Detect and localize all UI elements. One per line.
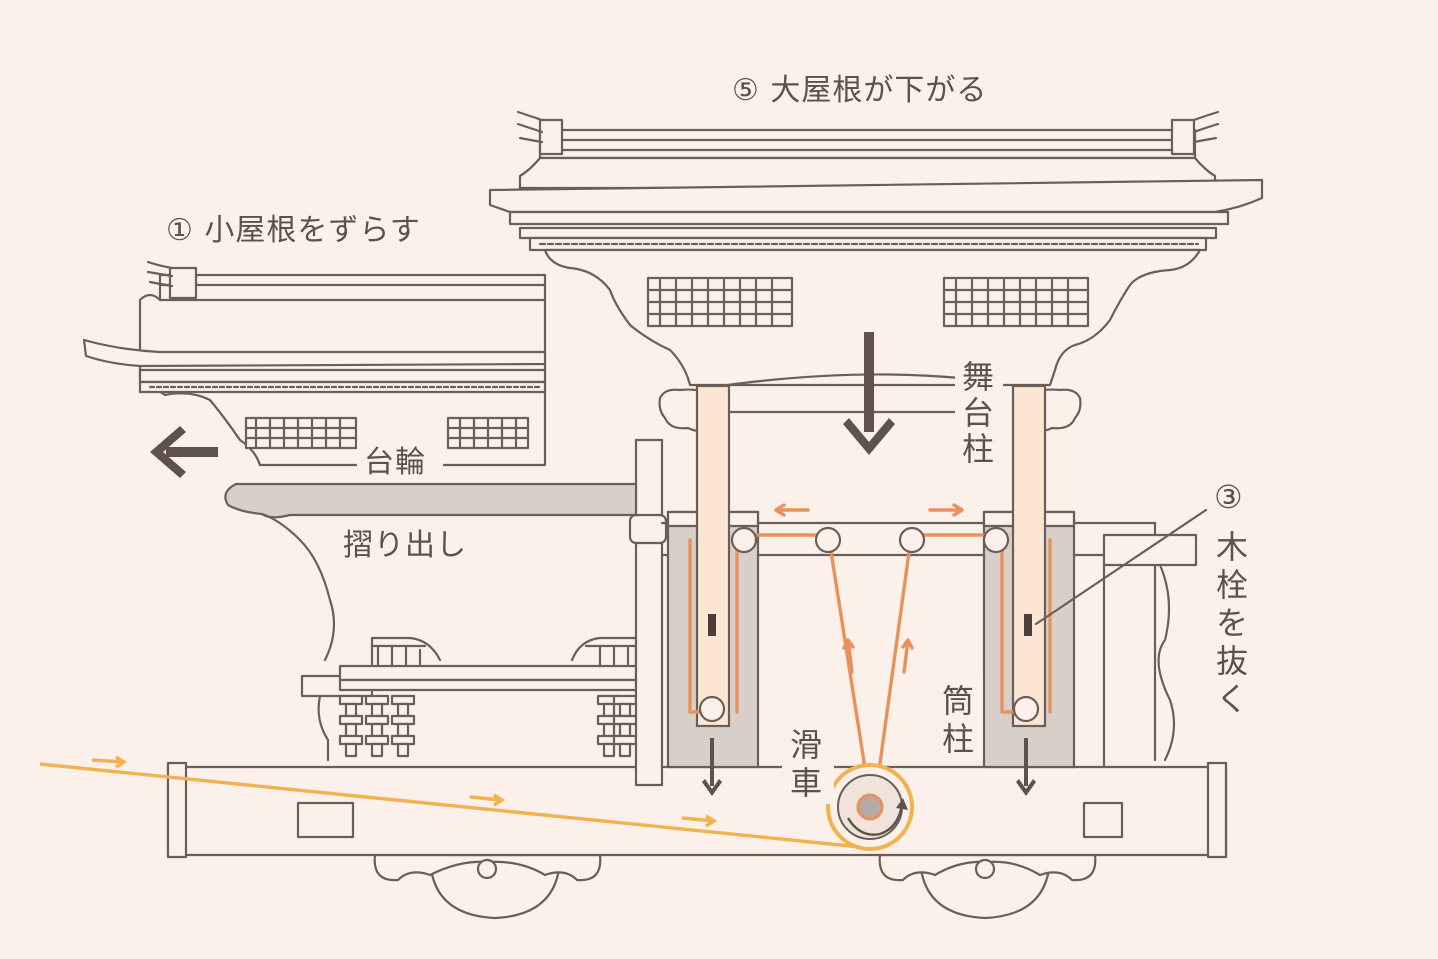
bracket-post (618, 722, 632, 738)
label-char: 台 (962, 394, 994, 432)
bracket-post (396, 702, 410, 718)
bracket-block (364, 714, 390, 726)
label-char: 舞 (962, 358, 994, 396)
bracket-post (344, 702, 358, 718)
bracket-block (338, 734, 364, 746)
bracket-post (370, 722, 384, 738)
label-dairin: 台輪 (364, 445, 426, 480)
bracket-post (396, 722, 410, 738)
bracket-block (364, 734, 390, 746)
label-char: 栓 (1216, 566, 1248, 604)
label-char: 筒 (942, 682, 974, 720)
bracket-block (390, 714, 416, 726)
bracket-post (602, 722, 616, 738)
rope-system (39, 503, 1052, 850)
arrow-down-icon (702, 738, 722, 796)
label-char: 柱 (942, 720, 974, 758)
bracket-post (618, 702, 632, 718)
bracket-block (390, 734, 416, 746)
label-char: 抜 (1216, 642, 1248, 680)
bracket-post (370, 742, 384, 758)
bracket-post (370, 702, 384, 718)
label-suridashi: 摺り出し (343, 528, 467, 563)
label-char: 木 (1216, 528, 1248, 566)
bracket-post (602, 702, 616, 718)
rope-arrows (91, 503, 964, 828)
label-kassha: 滑 車 (790, 726, 822, 802)
bracket-block (390, 694, 416, 706)
bracket-block (338, 714, 364, 726)
rotate-icon (846, 798, 908, 836)
label-char: 柱 (962, 430, 994, 468)
bracket-post (396, 742, 410, 758)
stage-pillars (666, 384, 1076, 769)
label-tsutsu-bashira: 筒 柱 (942, 682, 974, 758)
bracket-post (344, 722, 358, 738)
main-pulley (826, 763, 914, 851)
big-roof (488, 110, 1264, 433)
bracket-block (612, 714, 638, 726)
bracket-block (364, 694, 390, 706)
arrow-down-icon (843, 332, 895, 455)
bracket-post (618, 742, 632, 758)
label-step5: ⑤ 大屋根が下がる (732, 73, 987, 108)
arrow-left-icon (150, 426, 218, 478)
arrow-down-icon (1016, 738, 1036, 796)
bracket-block (612, 694, 638, 706)
bracket-post (602, 742, 616, 758)
label-step3-number: ③ (1214, 478, 1243, 516)
bracket-post (344, 742, 358, 758)
label-char: 車 (790, 764, 822, 802)
label-char: 滑 (790, 726, 822, 764)
label-step1: ① 小屋根をずらす (166, 213, 421, 248)
label-char: を (1216, 604, 1248, 642)
small-roof (82, 260, 638, 662)
cart-base (166, 761, 1228, 920)
bracket-block (612, 734, 638, 746)
big-roof-brackets (646, 276, 1090, 328)
label-kisen: 木 栓 を 抜 く (1216, 528, 1248, 718)
label-char: く (1216, 680, 1248, 718)
small-roof-brackets (244, 416, 530, 450)
label-butai-bashira: 舞 台 柱 (962, 358, 994, 468)
bracket-block (338, 694, 364, 706)
